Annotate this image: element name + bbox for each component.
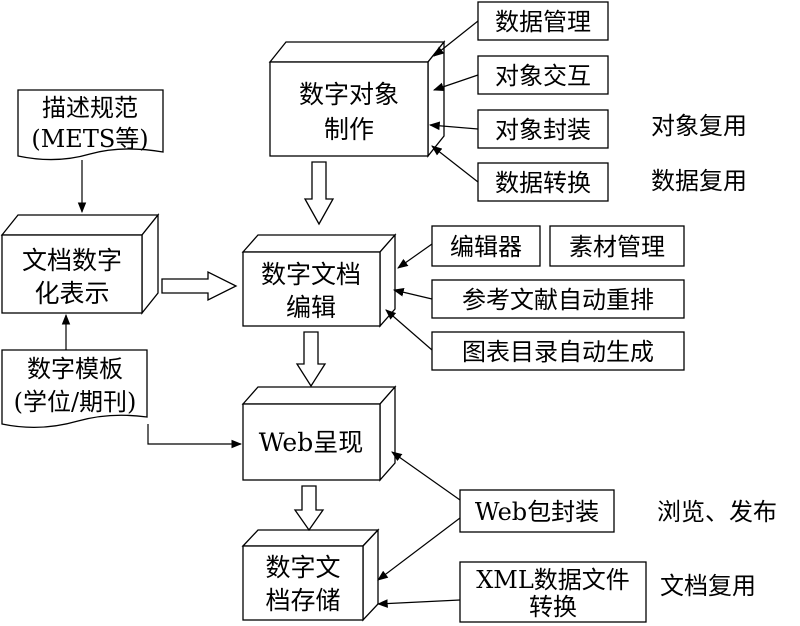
arrow-data-conversion	[431, 145, 479, 183]
doc-digitization-cube: 文档数字 化表示	[0, 213, 160, 315]
web-presentation-label: Web呈现	[259, 428, 363, 457]
arrow-object-encapsulation	[428, 121, 479, 131]
doc-digitization-label-1: 文档数字	[22, 246, 122, 275]
arrow-xml-storage	[376, 599, 461, 608]
block-arrow-web-to-storage	[293, 485, 325, 532]
data-management-box: 数据管理	[477, 1, 609, 41]
doc-editing-cube: 数字文档 编辑	[241, 233, 397, 328]
svg-text:参考文献自动重排: 参考文献自动重排	[462, 286, 654, 314]
editor-box: 编辑器	[431, 225, 541, 267]
doc-storage-label-2: 档存储	[265, 586, 340, 615]
object-interaction-box: 对象交互	[477, 55, 609, 95]
web-package-box: Web包封装	[459, 489, 615, 533]
arrow-editor	[397, 243, 433, 269]
arrow-object-interaction	[432, 74, 479, 91]
object-reuse-label: 对象复用	[651, 112, 747, 140]
svg-text:编辑器: 编辑器	[450, 233, 522, 261]
svg-text:数据管理: 数据管理	[495, 8, 591, 36]
svg-text:素材管理: 素材管理	[569, 233, 665, 261]
doc-editing-label-1: 数字文档	[261, 260, 361, 289]
svg-text:转换: 转换	[529, 593, 577, 621]
svg-text:XML数据文件: XML数据文件	[476, 566, 630, 594]
doc-storage-cube: 数字文 档存储	[241, 528, 380, 622]
arrow-web-package-web	[391, 451, 461, 501]
digital-template-doc: 数字模板 (学位/期刊)	[1, 349, 148, 429]
arrow-reference-rearrange	[392, 288, 433, 300]
description-spec-label-1: 描述规范	[42, 94, 138, 122]
data-conversion-box: 数据转换	[477, 162, 609, 202]
block-arrow-edit-to-web	[295, 331, 327, 388]
doc-storage-label-1: 数字文	[265, 553, 340, 582]
arrow-web-package-storage	[377, 517, 461, 581]
doc-digitization-label-2: 化表示	[34, 279, 109, 308]
svg-text:数据转换: 数据转换	[495, 169, 591, 197]
xml-conversion-box: XML数据文件 转换	[459, 561, 647, 623]
doc-editing-label-2: 编辑	[286, 293, 336, 322]
material-management-box: 素材管理	[549, 225, 685, 267]
arrow-figure-toc	[385, 309, 433, 351]
document-reuse-label: 文档复用	[660, 572, 756, 600]
block-arrow-digitization-to-edit	[161, 270, 238, 302]
block-arrows	[161, 161, 335, 532]
browse-publish-label: 浏览、发布	[657, 498, 777, 526]
description-spec-doc: 描述规范 (METS等)	[17, 89, 164, 161]
arrow-data-management	[433, 20, 479, 57]
description-spec-label-2: (METS等)	[31, 125, 148, 153]
object-encapsulation-box: 对象封装	[477, 109, 609, 149]
web-presentation-cube: Web呈现	[241, 385, 397, 482]
block-arrow-object-to-edit	[303, 161, 335, 226]
connector-arrows	[61, 20, 479, 608]
reference-rearrange-box: 参考文献自动重排	[431, 279, 685, 319]
svg-text:对象封装: 对象封装	[495, 116, 591, 144]
arrow-template-web	[147, 424, 243, 449]
object-production-label-2: 制作	[324, 115, 374, 144]
object-production-label-1: 数字对象	[299, 80, 399, 109]
figure-toc-generate-box: 图表目录自动生成	[431, 331, 685, 371]
svg-text:对象交互: 对象交互	[495, 62, 591, 90]
svg-text:Web包封装: Web包封装	[475, 498, 599, 526]
digital-template-label-2: (学位/期刊)	[14, 388, 137, 416]
data-reuse-label: 数据复用	[651, 167, 747, 195]
digital-template-label-1: 数字模板	[27, 355, 123, 383]
object-production-cube: 数字对象 制作	[268, 40, 446, 158]
svg-text:图表目录自动生成: 图表目录自动生成	[462, 338, 654, 366]
